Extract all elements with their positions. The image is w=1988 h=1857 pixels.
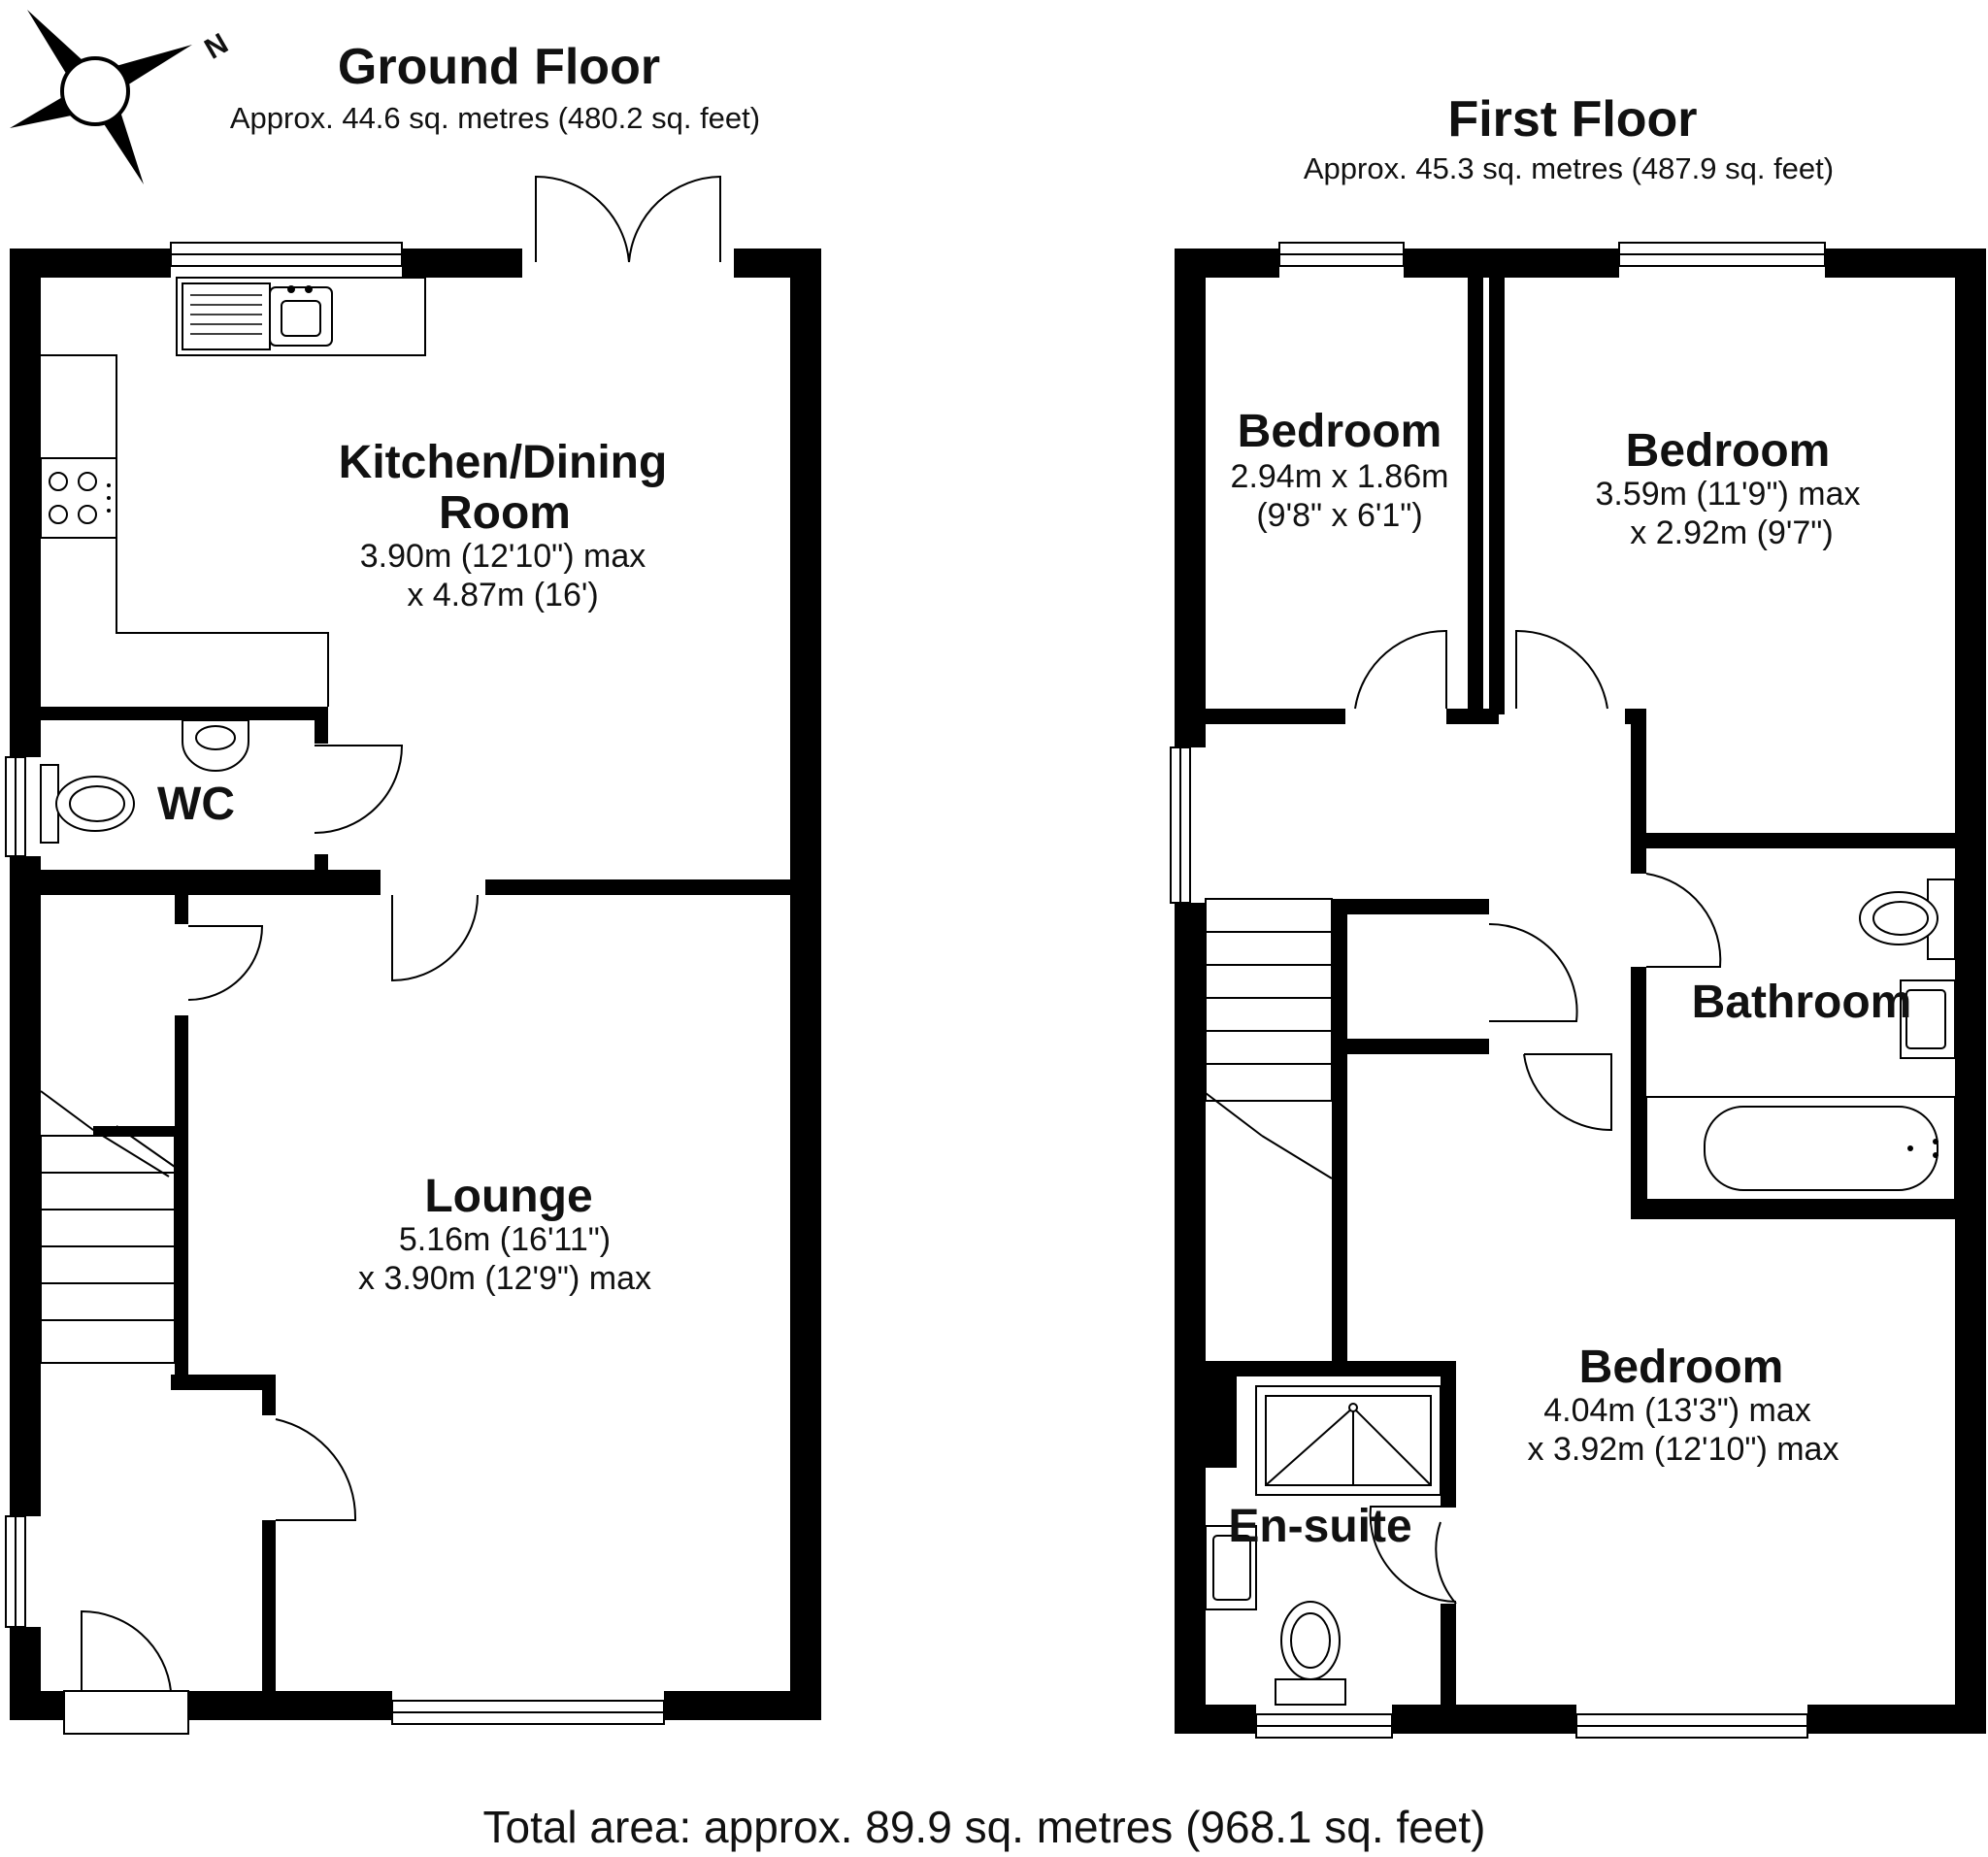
ground-floor-plan [5, 175, 821, 1735]
total-area: Total area: approx. 89.9 sq. metres (968… [482, 1802, 1485, 1852]
compass-icon: N [10, 10, 234, 184]
bedroom-main-name: Bedroom [1579, 1342, 1784, 1393]
bedroom-main-dim-line1: 4.04m (13'3") max [1543, 1392, 1811, 1429]
ensuite-name: En-suite [1228, 1501, 1411, 1552]
ground-floor-title: Ground Floor [338, 39, 660, 95]
bedroom-right-name: Bedroom [1626, 425, 1831, 477]
kitchen-dim-line2: x 4.87m (16') [407, 577, 598, 613]
lounge-dim-line1: 5.16m (16'11") [399, 1221, 611, 1258]
bedroom-main-dim-line2: x 3.92m (12'10") max [1528, 1431, 1839, 1468]
kitchen-dim-line1: 3.90m (12'10") max [360, 538, 646, 575]
kitchen-name-line1: Kitchen/Dining [339, 437, 668, 488]
first-floor-area: Approx. 45.3 sq. metres (487.9 sq. feet) [1304, 151, 1834, 185]
first-floor-plan [1170, 242, 1986, 1739]
lounge-dim-line2: x 3.90m (12'9") max [358, 1260, 651, 1297]
bedroom-right-dim-line1: 3.59m (11'9") max [1595, 476, 1860, 513]
ground-floor-area: Approx. 44.6 sq. metres (480.2 sq. feet) [230, 101, 760, 135]
bathroom-name: Bathroom [1692, 977, 1912, 1028]
bedroom-small-name: Bedroom [1238, 406, 1442, 457]
bedroom-right-dim-line2: x 2.92m (9'7") [1630, 514, 1833, 551]
kitchen-name-line2: Room [439, 487, 571, 539]
bedroom-small-dim-line1: 2.94m x 1.86m [1231, 458, 1449, 495]
lounge-name: Lounge [424, 1171, 592, 1222]
first-floor-title: First Floor [1447, 91, 1697, 148]
compass-north-label: N [199, 27, 233, 65]
bedroom-small-dim-line2: (9'8" x 6'1") [1256, 497, 1422, 534]
wc-name: WC [157, 779, 235, 830]
